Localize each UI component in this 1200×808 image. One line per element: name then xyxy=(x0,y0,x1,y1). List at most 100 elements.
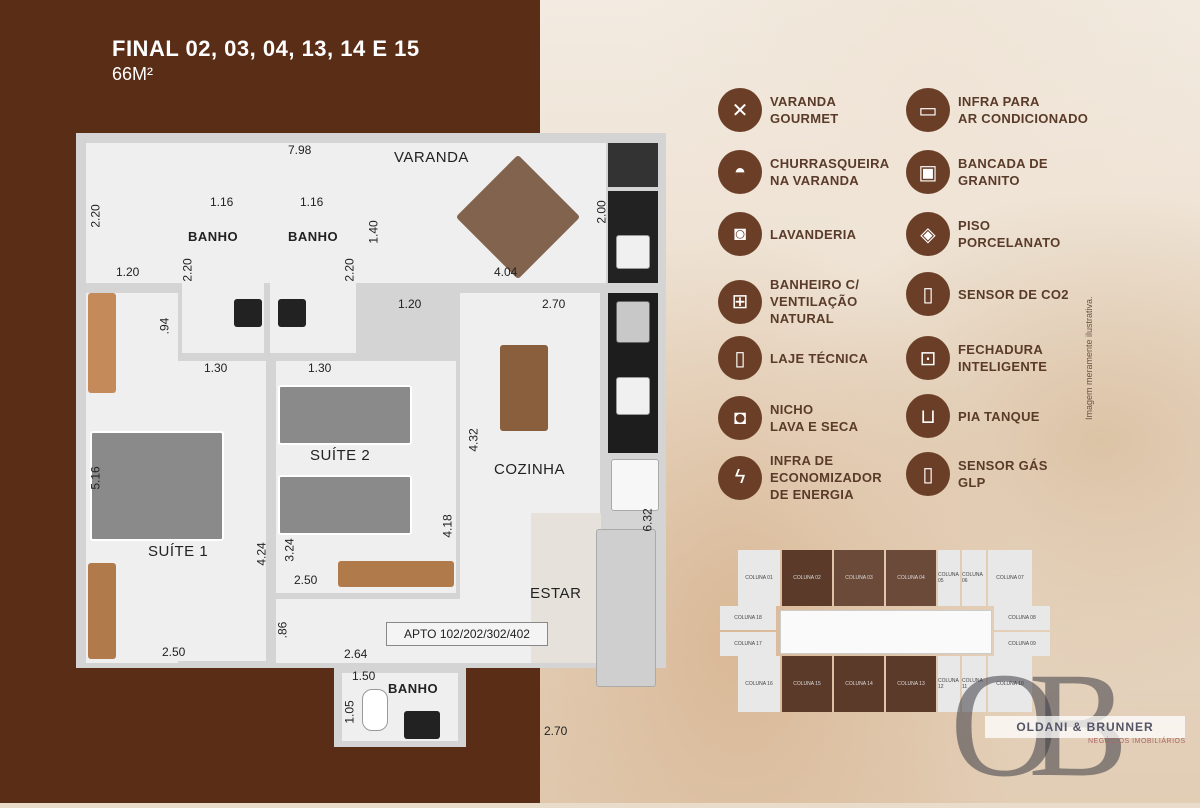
keymap-col-03: COLUNA 03 xyxy=(834,550,884,606)
cozinha-label: COZINHA xyxy=(494,461,565,478)
amenity-sensor-gas-glp: ▯ SENSOR GÁS GLP xyxy=(906,452,1048,496)
gas-sensor-icon: ▯ xyxy=(906,452,950,496)
suite-2-bed-1 xyxy=(278,385,412,445)
illustrative-note: Imagem meramente ilustrativa. xyxy=(1084,296,1094,420)
unit-finals-title: FINAL 02, 03, 04, 13, 14 E 15 xyxy=(112,36,420,61)
dim-424: 4.24 xyxy=(254,542,269,566)
amenity-churrasqueira: ◓ CHURRASQUEIRA NA VARANDA xyxy=(718,150,889,194)
keymap-col-01: COLUNA 01 xyxy=(738,550,780,606)
building-key-map: COLUNA 01 COLUNA 02 COLUNA 03 COLUNA 04 … xyxy=(720,548,1050,714)
dim-120a: 1.20 xyxy=(116,265,140,279)
amenity-pia-tanque: ⊔ PIA TANQUE xyxy=(906,394,1040,438)
washing-machine-icon: ◙ xyxy=(718,212,762,256)
banho-2-sink xyxy=(278,299,306,327)
amenity-varanda-gourmet: ✕ VARANDA GOURMET xyxy=(718,88,839,132)
cooktop xyxy=(616,301,650,343)
grill-unit xyxy=(608,143,658,187)
grill-icon: ◓ xyxy=(718,150,762,194)
dim-200: 2.00 xyxy=(594,200,609,224)
keymap-col-06: COLUNA 06 xyxy=(962,550,986,606)
suite-2-label: SUÍTE 2 xyxy=(310,447,371,464)
suite-2-wardrobe xyxy=(338,561,454,587)
keymap-col-02: COLUNA 02 xyxy=(782,550,832,606)
keymap-col-10: COLUNA 10 xyxy=(988,656,1032,712)
dim-94: .94 xyxy=(157,317,172,335)
banho-1-sink xyxy=(234,299,262,327)
kitchen-sink xyxy=(616,377,650,415)
keymap-col-08: COLUNA 08 xyxy=(994,606,1050,630)
keymap-col-11: COLUNA 11 xyxy=(962,656,986,712)
varanda-label: VARANDA xyxy=(394,149,469,166)
dim-130a: 1.30 xyxy=(204,361,228,375)
company-logo-subtitle: NEGÓCIOS IMOBILIÁRIOS xyxy=(1088,738,1186,745)
apartment-numbers-label: APTO 102/202/302/402 xyxy=(386,622,548,646)
banho-3-sink xyxy=(404,711,440,739)
keymap-col-05: COLUNA 05 xyxy=(938,550,960,606)
dim-404: 4.04 xyxy=(494,265,518,279)
fork-spoon-icon: ✕ xyxy=(718,88,762,132)
suite-1-bed xyxy=(90,431,224,541)
keymap-col-18: COLUNA 18 xyxy=(720,606,776,630)
sofa xyxy=(596,529,656,687)
suite-1-label: SUÍTE 1 xyxy=(148,543,209,560)
keymap-col-07: COLUNA 07 xyxy=(988,550,1032,606)
dim-116b: 1.16 xyxy=(300,195,324,209)
dim-105: 1.05 xyxy=(342,700,357,724)
dim-220a: 2.20 xyxy=(88,204,103,228)
sink-icon: ⊔ xyxy=(906,394,950,438)
slab-icon: ▯ xyxy=(718,336,762,380)
floor-plan: VARANDA BANHO BANHO SUÍTE 1 SUÍTE 2 COZI… xyxy=(76,133,666,687)
washer-niche-icon: ◘ xyxy=(718,396,762,440)
keymap-col-17: COLUNA 17 xyxy=(720,632,776,656)
banho-3-label: BANHO xyxy=(388,681,439,696)
counter-icon: ▣ xyxy=(906,150,950,194)
unit-area: 66M² xyxy=(112,64,154,84)
dim-264: 2.64 xyxy=(344,647,368,661)
dim-324: 3.24 xyxy=(282,538,297,562)
fridge xyxy=(611,459,659,511)
dim-220b: 2.20 xyxy=(180,258,195,282)
dim-632: 6.32 xyxy=(640,508,655,532)
dim-130b: 1.30 xyxy=(308,361,332,375)
amenity-sensor-co2: ▯ SENSOR DE CO2 xyxy=(906,272,1069,316)
banho-1-label: BANHO xyxy=(188,229,239,244)
keymap-col-15: COLUNA 15 xyxy=(782,656,832,712)
window-icon: ⊞ xyxy=(718,279,762,324)
suite-1-desk xyxy=(88,293,116,393)
dim-86: .86 xyxy=(275,621,290,639)
suite-1-wardrobe xyxy=(88,563,116,659)
smart-lock-icon: ⊡ xyxy=(906,336,950,380)
air-conditioner-icon: ▭ xyxy=(906,88,950,132)
keymap-col-13: COLUNA 13 xyxy=(886,656,936,712)
keymap-col-14: COLUNA 14 xyxy=(834,656,884,712)
banho-3-toilet xyxy=(362,689,388,731)
dim-432: 4.32 xyxy=(466,428,481,452)
dim-516: 5.16 xyxy=(88,466,103,490)
keymap-col-16: COLUNA 16 xyxy=(738,656,780,712)
dim-270a: 2.70 xyxy=(542,297,566,311)
dim-250a: 2.50 xyxy=(294,573,318,587)
tiles-icon: ◈ xyxy=(906,212,950,256)
amenity-infra-ar-condicionado: ▭ INFRA PARA AR CONDICIONADO xyxy=(906,88,1088,132)
amenity-bancada-granito: ▣ BANCADA DE GRANITO xyxy=(906,150,1048,194)
dim-140: 1.40 xyxy=(366,220,381,244)
keymap-col-09: COLUNA 09 xyxy=(994,632,1050,656)
keymap-col-12: COLUNA 12 xyxy=(938,656,960,712)
suite-2-bed-2 xyxy=(278,475,412,535)
dim-116a: 1.16 xyxy=(210,195,234,209)
amenity-laje-tecnica: ▯ LAJE TÉCNICA xyxy=(718,336,868,380)
amenity-fechadura-inteligente: ⊡ FECHADURA INTELIGENTE xyxy=(906,336,1047,380)
amenity-economizador-energia: ϟ INFRA DE ECONOMIZADOR DE ENERGIA xyxy=(718,452,882,503)
dining-table xyxy=(500,345,548,431)
dim-270b: 2.70 xyxy=(544,724,568,738)
keymap-col-04: COLUNA 04 xyxy=(886,550,936,606)
dim-150: 1.50 xyxy=(352,669,376,683)
energy-saver-icon: ϟ xyxy=(718,455,762,500)
keymap-corridor xyxy=(780,610,992,654)
company-logo-name: OLDANI & BRUNNER xyxy=(985,716,1185,738)
amenity-piso-porcelanato: ◈ PISO PORCELANATO xyxy=(906,212,1061,256)
floor-plan-lower-bath: BANHO 1.50 1.05 xyxy=(334,665,466,747)
amenity-nicho-lava-seca: ◘ NICHO LAVA E SECA xyxy=(718,396,858,440)
dim-250b: 2.50 xyxy=(162,645,186,659)
varanda-sink xyxy=(616,235,650,269)
